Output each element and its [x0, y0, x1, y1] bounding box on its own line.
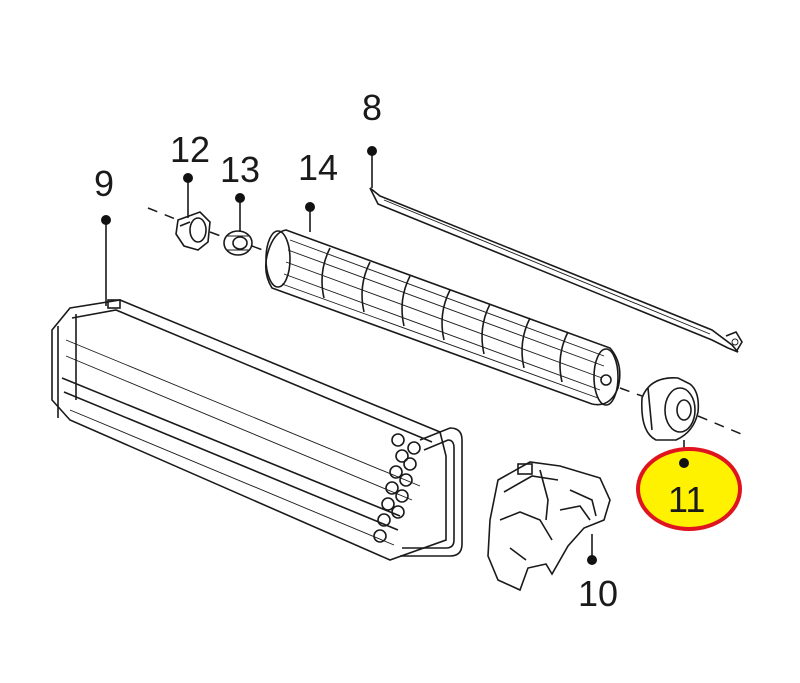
callout-12: 12 [170, 129, 210, 170]
callout-10: 10 [578, 573, 618, 614]
part-12-bearing-holder [175, 211, 211, 251]
part-11-fan-motor [640, 377, 700, 441]
part-13-bearing [223, 230, 253, 256]
callout-9: 9 [94, 163, 114, 204]
assembly-axis-lines [147, 207, 747, 437]
callout-8: 8 [362, 87, 382, 128]
part-9-evaporator-coil [51, 299, 463, 561]
coil-return-bends [373, 433, 421, 543]
callout-14: 14 [298, 147, 338, 188]
part-10-bracket [487, 461, 611, 592]
callout-11-highlight [636, 447, 742, 531]
callout-11: 11 [668, 479, 705, 520]
part-8-louver [369, 187, 743, 353]
part-14-crossflow-fan [264, 229, 621, 406]
callout-13: 13 [220, 149, 260, 190]
